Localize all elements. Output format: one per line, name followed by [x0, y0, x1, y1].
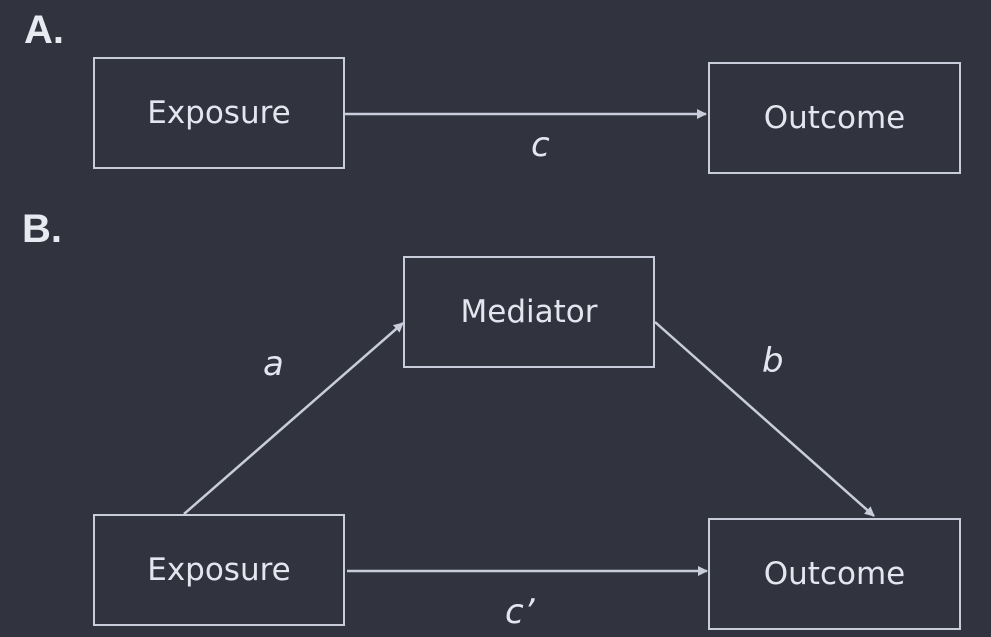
panel-a-label: A.: [24, 8, 64, 52]
panel-b-mediator-text: Mediator: [460, 294, 598, 330]
panel-a-outcome-text: Outcome: [763, 100, 906, 136]
panel-b-mediator-box: Mediator: [403, 256, 655, 368]
panel-a-exposure-box: Exposure: [93, 57, 345, 169]
arrow-b-exposure-to-mediator: [183, 322, 404, 515]
arrow-b-mediator-to-outcome: [654, 321, 875, 517]
panel-b-exposure-box: Exposure: [93, 514, 345, 626]
panel-b-path-b-label: b: [762, 341, 784, 381]
panel-b-label: B.: [22, 207, 62, 251]
panel-a-path-c-label: c: [531, 125, 550, 165]
panel-b-path-c-prime-label: c’: [505, 592, 535, 632]
panel-b-exposure-text: Exposure: [147, 552, 291, 588]
panel-b-outcome-text: Outcome: [763, 556, 906, 592]
panel-b-outcome-box: Outcome: [708, 518, 961, 630]
panel-b-path-a-label: a: [263, 344, 284, 384]
panel-a-exposure-text: Exposure: [147, 95, 291, 131]
panel-a-outcome-box: Outcome: [708, 62, 961, 174]
